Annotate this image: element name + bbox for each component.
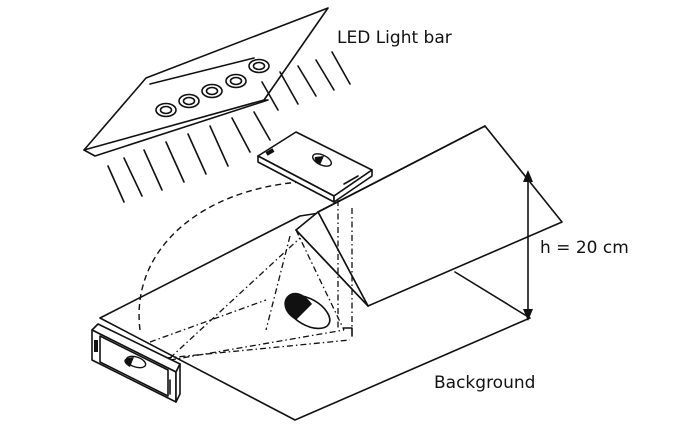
smartphone-top (257, 131, 373, 203)
capsule-object (284, 292, 331, 330)
phone-rotation-arc (138, 181, 301, 331)
height-dimension-arrow (523, 170, 533, 321)
led-lights (155, 58, 270, 118)
light-rays (107, 51, 351, 203)
capsule-on-side-phone-icon (124, 355, 147, 369)
smartphone-side (91, 323, 181, 403)
projection-lines (149, 200, 353, 361)
triangular-prism (295, 125, 563, 307)
background-label: Background (434, 373, 536, 393)
capsule-on-phone-icon (311, 153, 333, 167)
led-light-bar (83, 7, 329, 157)
height-label: h = 20 cm (540, 238, 629, 258)
led-light-bar-label: LED Light bar (337, 28, 452, 48)
